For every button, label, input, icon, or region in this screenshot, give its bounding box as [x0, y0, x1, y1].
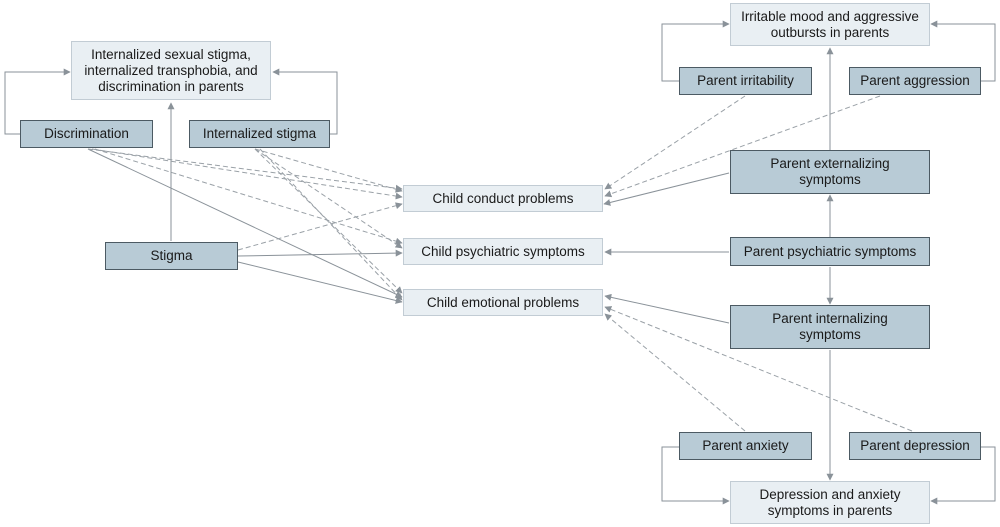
edge-discrimination-to-child-conduct-dashed — [87, 148, 403, 192]
node-child-conduct-problems: Child conduct problems — [403, 185, 603, 212]
edge-internalized-to-child-emotional-dashed — [254, 148, 403, 294]
node-child-psychiatric-symptoms: Child psychiatric symptoms — [403, 238, 603, 265]
edge-irritability-to-child-conduct-dashed — [604, 95, 746, 190]
node-stigma: Stigma — [105, 242, 238, 270]
edge-internalized-to-outcome — [272, 68, 338, 135]
node-child-emotional-problems: Child emotional problems — [403, 289, 603, 316]
edge-depression-to-child-emotional-dashed — [604, 306, 913, 432]
edge-discrimination-to-child-conduct-dashed-2 — [91, 148, 403, 200]
node-parent-psychiatric-symptoms: Parent psychiatric symptoms — [730, 237, 930, 266]
edge-depression-to-depanx — [930, 446, 996, 505]
edge-discrimination-to-child-emotional — [87, 148, 403, 298]
edge-internalized-to-child-psychiatric-dashed — [254, 148, 403, 249]
node-parent-internalizing: Parent internalizing symptoms — [730, 305, 930, 349]
edge-irritability-to-mood — [661, 20, 730, 82]
edge-anxiety-to-child-emotional-dashed — [604, 313, 746, 432]
node-irritable-mood-outbursts: Irritable mood and aggressive outbursts … — [730, 3, 930, 46]
node-internalized-stigma: Internalized stigma — [189, 120, 330, 148]
node-discrimination: Discrimination — [20, 120, 153, 148]
edge-stigma-to-child-conduct-dashed — [237, 202, 403, 251]
node-parent-depression: Parent depression — [849, 432, 981, 460]
edge-anxiety-to-depanx — [661, 446, 730, 505]
edge-aggression-to-mood — [930, 20, 996, 82]
node-parent-aggression: Parent aggression — [849, 67, 981, 95]
node-parent-stigma-outcome: Internalized sexual stigma, internalized… — [71, 41, 271, 100]
edge-discrimination-to-outcome — [4, 68, 71, 135]
edge-externalizing-to-child-conduct — [603, 172, 730, 206]
edge-stigma-to-child-psychiatric — [237, 249, 403, 257]
edge-internalized-to-child-emotional-dashed-2 — [259, 148, 403, 301]
edge-discrimination-to-child-psychiatric-dashed — [94, 148, 403, 245]
node-depression-anxiety-parents: Depression and anxiety symptoms in paren… — [730, 481, 930, 524]
node-parent-anxiety: Parent anxiety — [679, 432, 812, 460]
edge-internalized-to-child-conduct-dashed — [254, 148, 403, 193]
edge-aggression-to-child-conduct-dashed — [604, 95, 881, 198]
node-parent-externalizing: Parent externalizing symptoms — [730, 150, 930, 194]
edge-stigma-to-child-emotional — [237, 261, 403, 304]
node-parent-irritability: Parent irritability — [679, 67, 812, 95]
edge-internalizing-to-child-emotional — [604, 293, 730, 324]
